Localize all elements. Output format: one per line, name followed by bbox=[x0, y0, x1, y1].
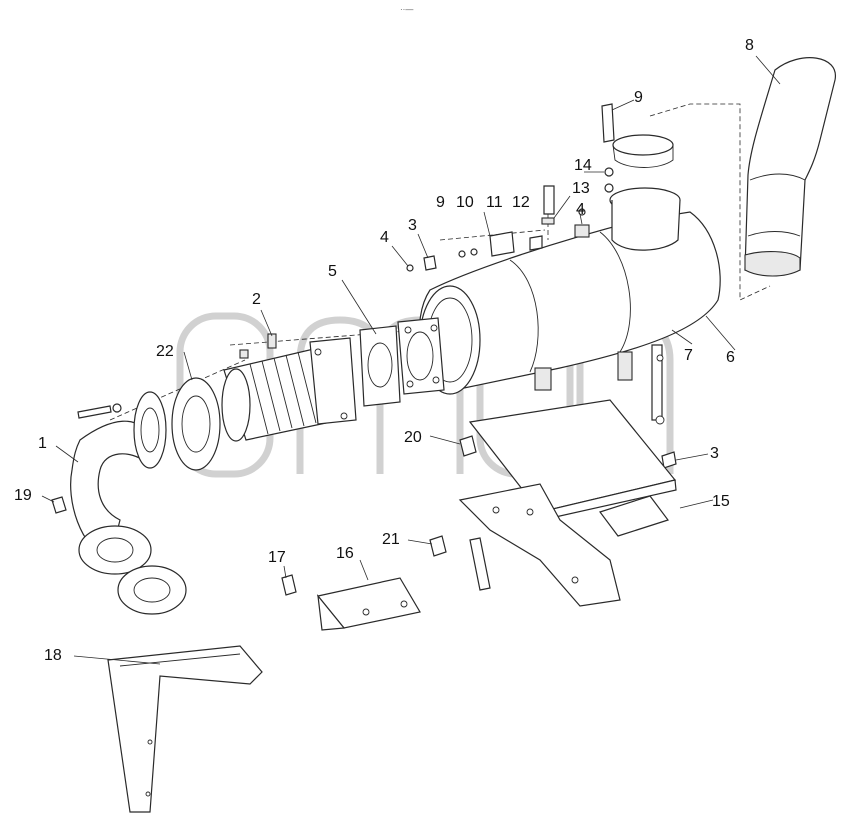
callout-18: 18 bbox=[44, 647, 62, 664]
callout-11: 11 bbox=[486, 194, 503, 211]
callout-8: 8 bbox=[745, 37, 754, 54]
callout-5: 5 bbox=[328, 263, 337, 280]
callout-9-top: 9 bbox=[634, 89, 643, 106]
header-mark: ··— bbox=[400, 5, 413, 14]
part-16-bracket bbox=[316, 577, 421, 631]
callout-14: 14 bbox=[574, 157, 592, 174]
part-2-flex-bellows bbox=[221, 333, 357, 442]
callout-6: 6 bbox=[726, 349, 735, 366]
callout-7: 7 bbox=[684, 347, 693, 364]
part-22-gasket bbox=[171, 377, 221, 471]
part-15-support-frame bbox=[458, 399, 677, 607]
callout-19: 19 bbox=[14, 487, 32, 504]
callout-4: 4 bbox=[380, 229, 389, 246]
callout-12: 12 bbox=[512, 194, 530, 211]
part-5-flange bbox=[359, 317, 445, 407]
bolts-and-nuts bbox=[51, 103, 677, 596]
callout-15: 15 bbox=[712, 493, 730, 510]
callout-labels: 1 2 3 4 5 6 7 8 9 9 10 11 12 13 14 4 15 … bbox=[14, 37, 754, 664]
part-6-muffler bbox=[418, 134, 721, 425]
callout-22: 22 bbox=[156, 343, 174, 360]
callout-1: 1 bbox=[38, 435, 47, 452]
callout-4-right: 4 bbox=[576, 201, 585, 218]
callout-3-right: 3 bbox=[710, 445, 719, 462]
callout-16: 16 bbox=[336, 545, 354, 562]
callout-20: 20 bbox=[404, 429, 422, 446]
part-18-l-bracket bbox=[107, 645, 263, 813]
callout-9: 9 bbox=[436, 194, 445, 211]
callout-21: 21 bbox=[382, 531, 400, 548]
callout-2: 2 bbox=[252, 291, 261, 308]
callout-3: 3 bbox=[408, 217, 417, 234]
callout-17: 17 bbox=[268, 549, 286, 566]
part-8-tail-pipe bbox=[744, 57, 836, 277]
leader-lines bbox=[41, 55, 781, 665]
callout-10: 10 bbox=[456, 194, 474, 211]
callout-13: 13 bbox=[572, 180, 590, 197]
part-1-elbow-pipe bbox=[70, 391, 187, 615]
